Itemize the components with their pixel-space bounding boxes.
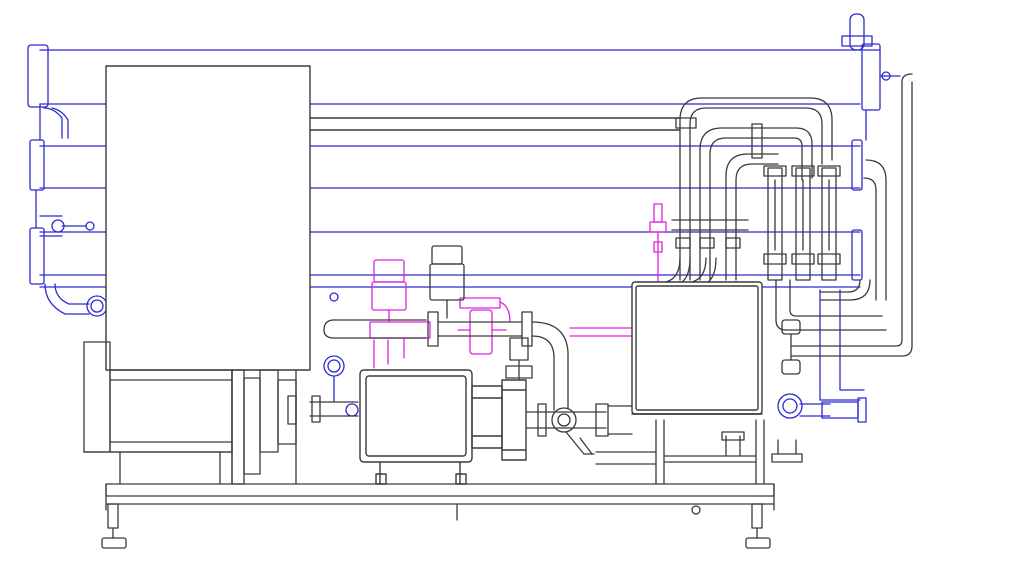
- balance-tank: [359, 281, 763, 485]
- steam-valve-assembly: [369, 203, 667, 369]
- pump-motor: [83, 341, 297, 485]
- control-cabinet: [105, 65, 681, 371]
- pressure-gauge: [323, 245, 803, 419]
- flow-meters: [665, 73, 913, 375]
- holding-pipework: [309, 311, 803, 465]
